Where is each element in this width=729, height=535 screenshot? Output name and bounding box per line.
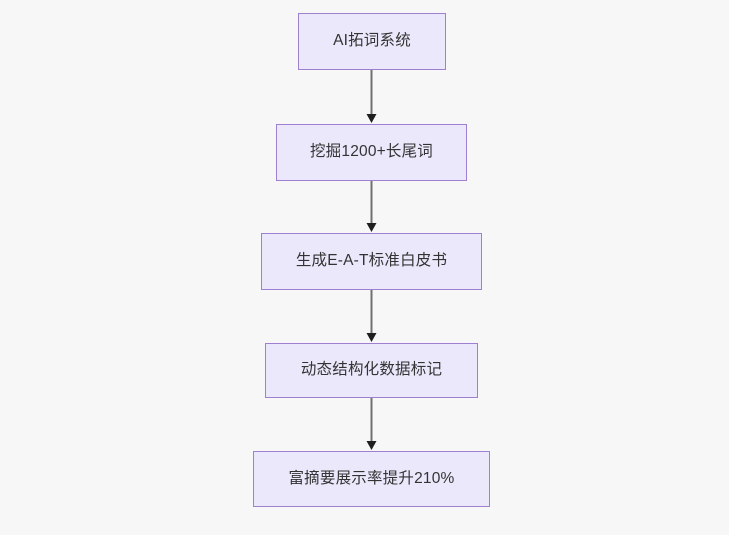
- edge-n2-n3: [366, 181, 377, 232]
- flow-node-label: 挖掘1200+长尾词: [309, 143, 434, 161]
- edge-n4-n5: [366, 398, 377, 450]
- arrowhead-icon: [366, 114, 377, 123]
- flow-node-rich-snippet-rate-increase[interactable]: 富摘要展示率提升210%: [253, 451, 490, 507]
- arrowhead-icon: [366, 223, 377, 232]
- arrowhead-icon: [366, 333, 377, 342]
- flow-node-label: 生成E-A-T标准白皮书: [295, 252, 448, 270]
- flow-node-dynamic-structured-data-markup[interactable]: 动态结构化数据标记: [265, 343, 478, 398]
- flow-node-mine-longtail-keywords[interactable]: 挖掘1200+长尾词: [276, 124, 467, 181]
- edge-n3-n4: [366, 290, 377, 342]
- arrowhead-icon: [366, 441, 377, 450]
- flow-node-label: 动态结构化数据标记: [300, 361, 443, 379]
- flow-node-generate-eat-whitepaper[interactable]: 生成E-A-T标准白皮书: [261, 233, 482, 290]
- flow-node-label: AI拓词系统: [333, 32, 411, 50]
- flow-node-ai-keyword-system[interactable]: AI拓词系统: [298, 13, 446, 70]
- flow-node-label: 富摘要展示率提升210%: [288, 469, 455, 487]
- edge-n1-n2: [366, 70, 377, 123]
